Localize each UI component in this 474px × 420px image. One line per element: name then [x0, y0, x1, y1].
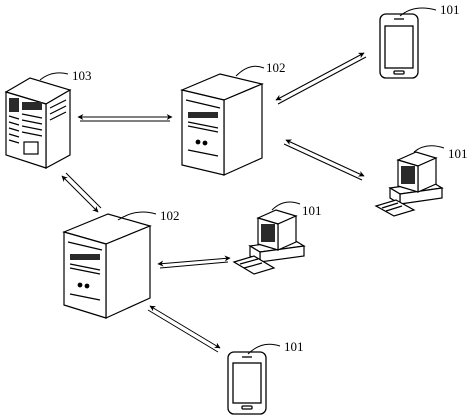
leader-line-101-desktop-right: [413, 145, 445, 153]
leader-line-102-top: [235, 65, 265, 77]
leader-line-103: [39, 72, 69, 81]
arrow-103-to-102-top: [77, 114, 173, 122]
label-103: 103: [72, 68, 92, 83]
leader-line-102-bottom: [117, 211, 157, 221]
arrow-102-top-to-desktop-right: [283, 139, 365, 181]
label-102-bottom: 102: [160, 208, 180, 223]
leader-line-101-phone-bottom: [247, 343, 281, 355]
label-101-desktop-middle: 101: [302, 203, 322, 218]
label-101-phone-top: 101: [440, 2, 460, 17]
label-101-phone-bottom: 101: [284, 339, 304, 354]
leader-line-101-desktop-middle: [271, 201, 301, 211]
mobile-phone-101-top: [379, 13, 419, 79]
database-server-103: [4, 77, 72, 170]
server-102-bottom: [62, 213, 152, 319]
leader-line-101-phone-top: [399, 7, 437, 17]
desktop-computer-101-right: [374, 151, 444, 217]
connections: [61, 52, 367, 353]
mobile-phone-101-bottom: [227, 351, 267, 415]
arrow-103-to-102-bottom: [61, 172, 102, 213]
arrow-102-bottom-to-phone-bottom: [147, 305, 221, 353]
desktop-computer-101-middle: [232, 209, 306, 275]
label-101-desktop-right: 101: [448, 146, 468, 161]
arrow-102-top-to-phone-top: [275, 52, 367, 105]
arrow-102-bottom-to-desktop-middle: [157, 255, 231, 269]
server-102-top: [180, 73, 264, 176]
label-102-top: 102: [266, 60, 286, 75]
